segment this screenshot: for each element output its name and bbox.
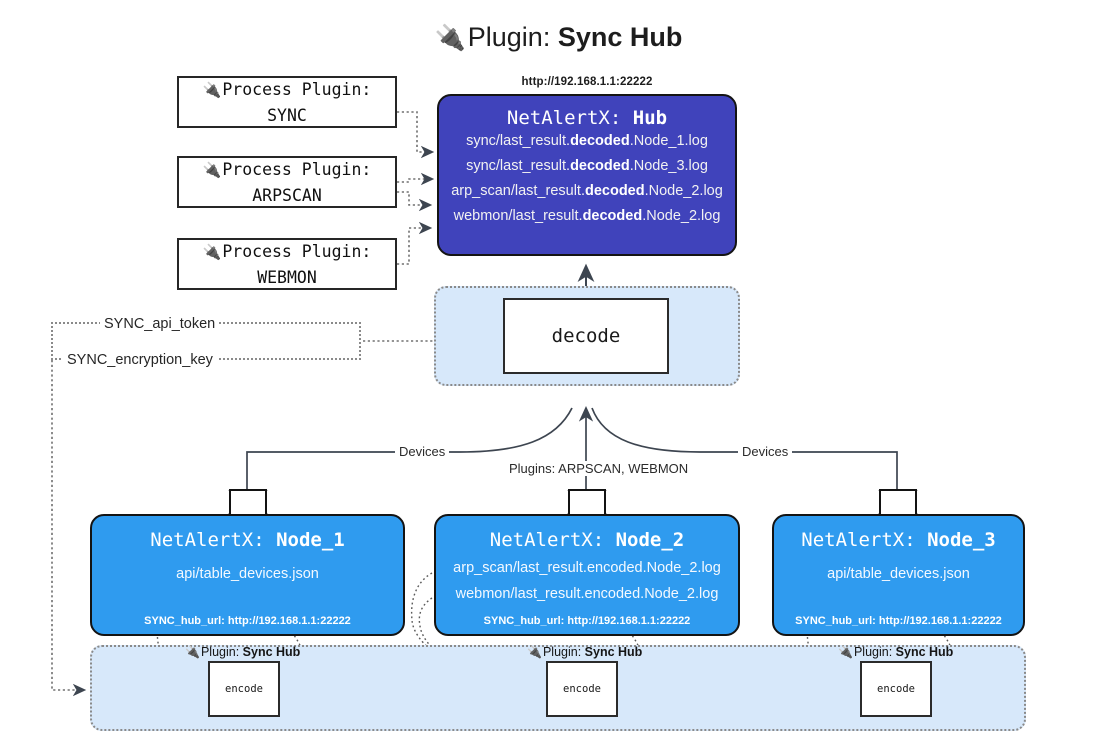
plug-icon: 🔌 [202,80,222,99]
encoder-3-plugin-tag: 🔌Plugin: Sync Hub [838,645,954,659]
hub-log-line: arp_scan/last_result.decoded.Node_2.log [451,183,723,199]
node-3-title: NetAlertX: Node_3 [801,529,996,551]
hub-title-prefix: NetAlertX: [506,107,622,129]
encoder-1-plugin-tag: 🔌Plugin: Sync Hub [185,645,301,659]
plug-icon: 🔌 [527,645,542,659]
hub-log-line: sync/last_result.decoded.Node_1.log [466,133,708,149]
process-plugin-arpscan-line2: ARPSCAN [252,185,322,205]
edge-label-devices-left: Devices [395,444,450,459]
hub-url-label: http://192.168.1.1:22222 [521,76,653,88]
page-title: 🔌Plugin: Sync Hub [0,18,1117,57]
envelope-icon [229,489,267,516]
plug-icon: 🔌 [185,645,200,659]
node-3[interactable]: NetAlertX: Node_3 api/table_devices.json… [772,514,1025,636]
node-1-title: NetAlertX: Node_1 [150,529,345,551]
plug-icon: 🔌 [434,24,466,52]
node-2[interactable]: NetAlertX: Node_2 arp_scan/last_result.e… [434,514,740,636]
hub-node[interactable]: NetAlertX: Hub sync/last_result.decoded.… [437,94,737,256]
node-1-line: api/table_devices.json [176,566,319,582]
envelope-icon [879,489,917,516]
hub-log-line: webmon/last_result.decoded.Node_2.log [453,208,721,224]
encode-box-3[interactable]: encode [860,661,932,717]
process-plugin-sync-line2: SYNC [267,105,307,125]
page-title-prefix: Plugin: [467,22,551,52]
plug-icon: 🔌 [202,160,222,179]
hub-title: NetAlertX: Hub [439,107,735,129]
process-plugin-arpscan-line1: 🔌Process Plugin: [202,159,372,179]
encode-box-2[interactable]: encode [546,661,618,717]
process-plugin-webmon-line2: WEBMON [257,267,317,287]
process-plugin-webmon-line1: 🔌Process Plugin: [202,241,372,261]
hub-title-name: Hub [632,107,668,129]
plug-icon: 🔌 [202,242,222,261]
hub-log-line: sync/last_result.decoded.Node_3.log [466,158,708,174]
node-3-line: api/table_devices.json [827,566,970,582]
page-title-name: Sync Hub [557,22,683,52]
node-1[interactable]: NetAlertX: Node_1 api/table_devices.json… [90,514,405,636]
envelope-icon [568,489,606,516]
process-plugin-sync-line1: 🔌Process Plugin: [202,79,372,99]
plug-icon: 🔌 [838,645,853,659]
decode-box[interactable]: decode [503,298,669,374]
process-plugin-sync[interactable]: 🔌Process Plugin: SYNC [177,76,397,128]
encoder-2-plugin-tag: 🔌Plugin: Sync Hub [527,645,643,659]
sync-encryption-key-label: SYNC_encryption_key [63,352,217,368]
node-1-hub-url: SYNC_hub_url: http://192.168.1.1:22222 [144,615,351,627]
edge-label-plugins: Plugins: ARPSCAN, WEBMON [505,461,693,476]
process-plugin-webmon[interactable]: 🔌Process Plugin: WEBMON [177,238,397,290]
process-plugin-arpscan[interactable]: 🔌Process Plugin: ARPSCAN [177,156,397,208]
node-2-line: arp_scan/last_result.encoded.Node_2.log [453,560,721,576]
node-2-hub-url: SYNC_hub_url: http://192.168.1.1:22222 [483,615,691,627]
encode-box-1[interactable]: encode [208,661,280,717]
node-2-line: webmon/last_result.encoded.Node_2.log [455,586,719,602]
edge-label-devices-right: Devices [738,444,793,459]
sync-api-token-label: SYNC_api_token [100,316,220,332]
node-3-hub-url: SYNC_hub_url: http://192.168.1.1:22222 [795,615,1002,627]
node-2-title: NetAlertX: Node_2 [489,529,685,551]
